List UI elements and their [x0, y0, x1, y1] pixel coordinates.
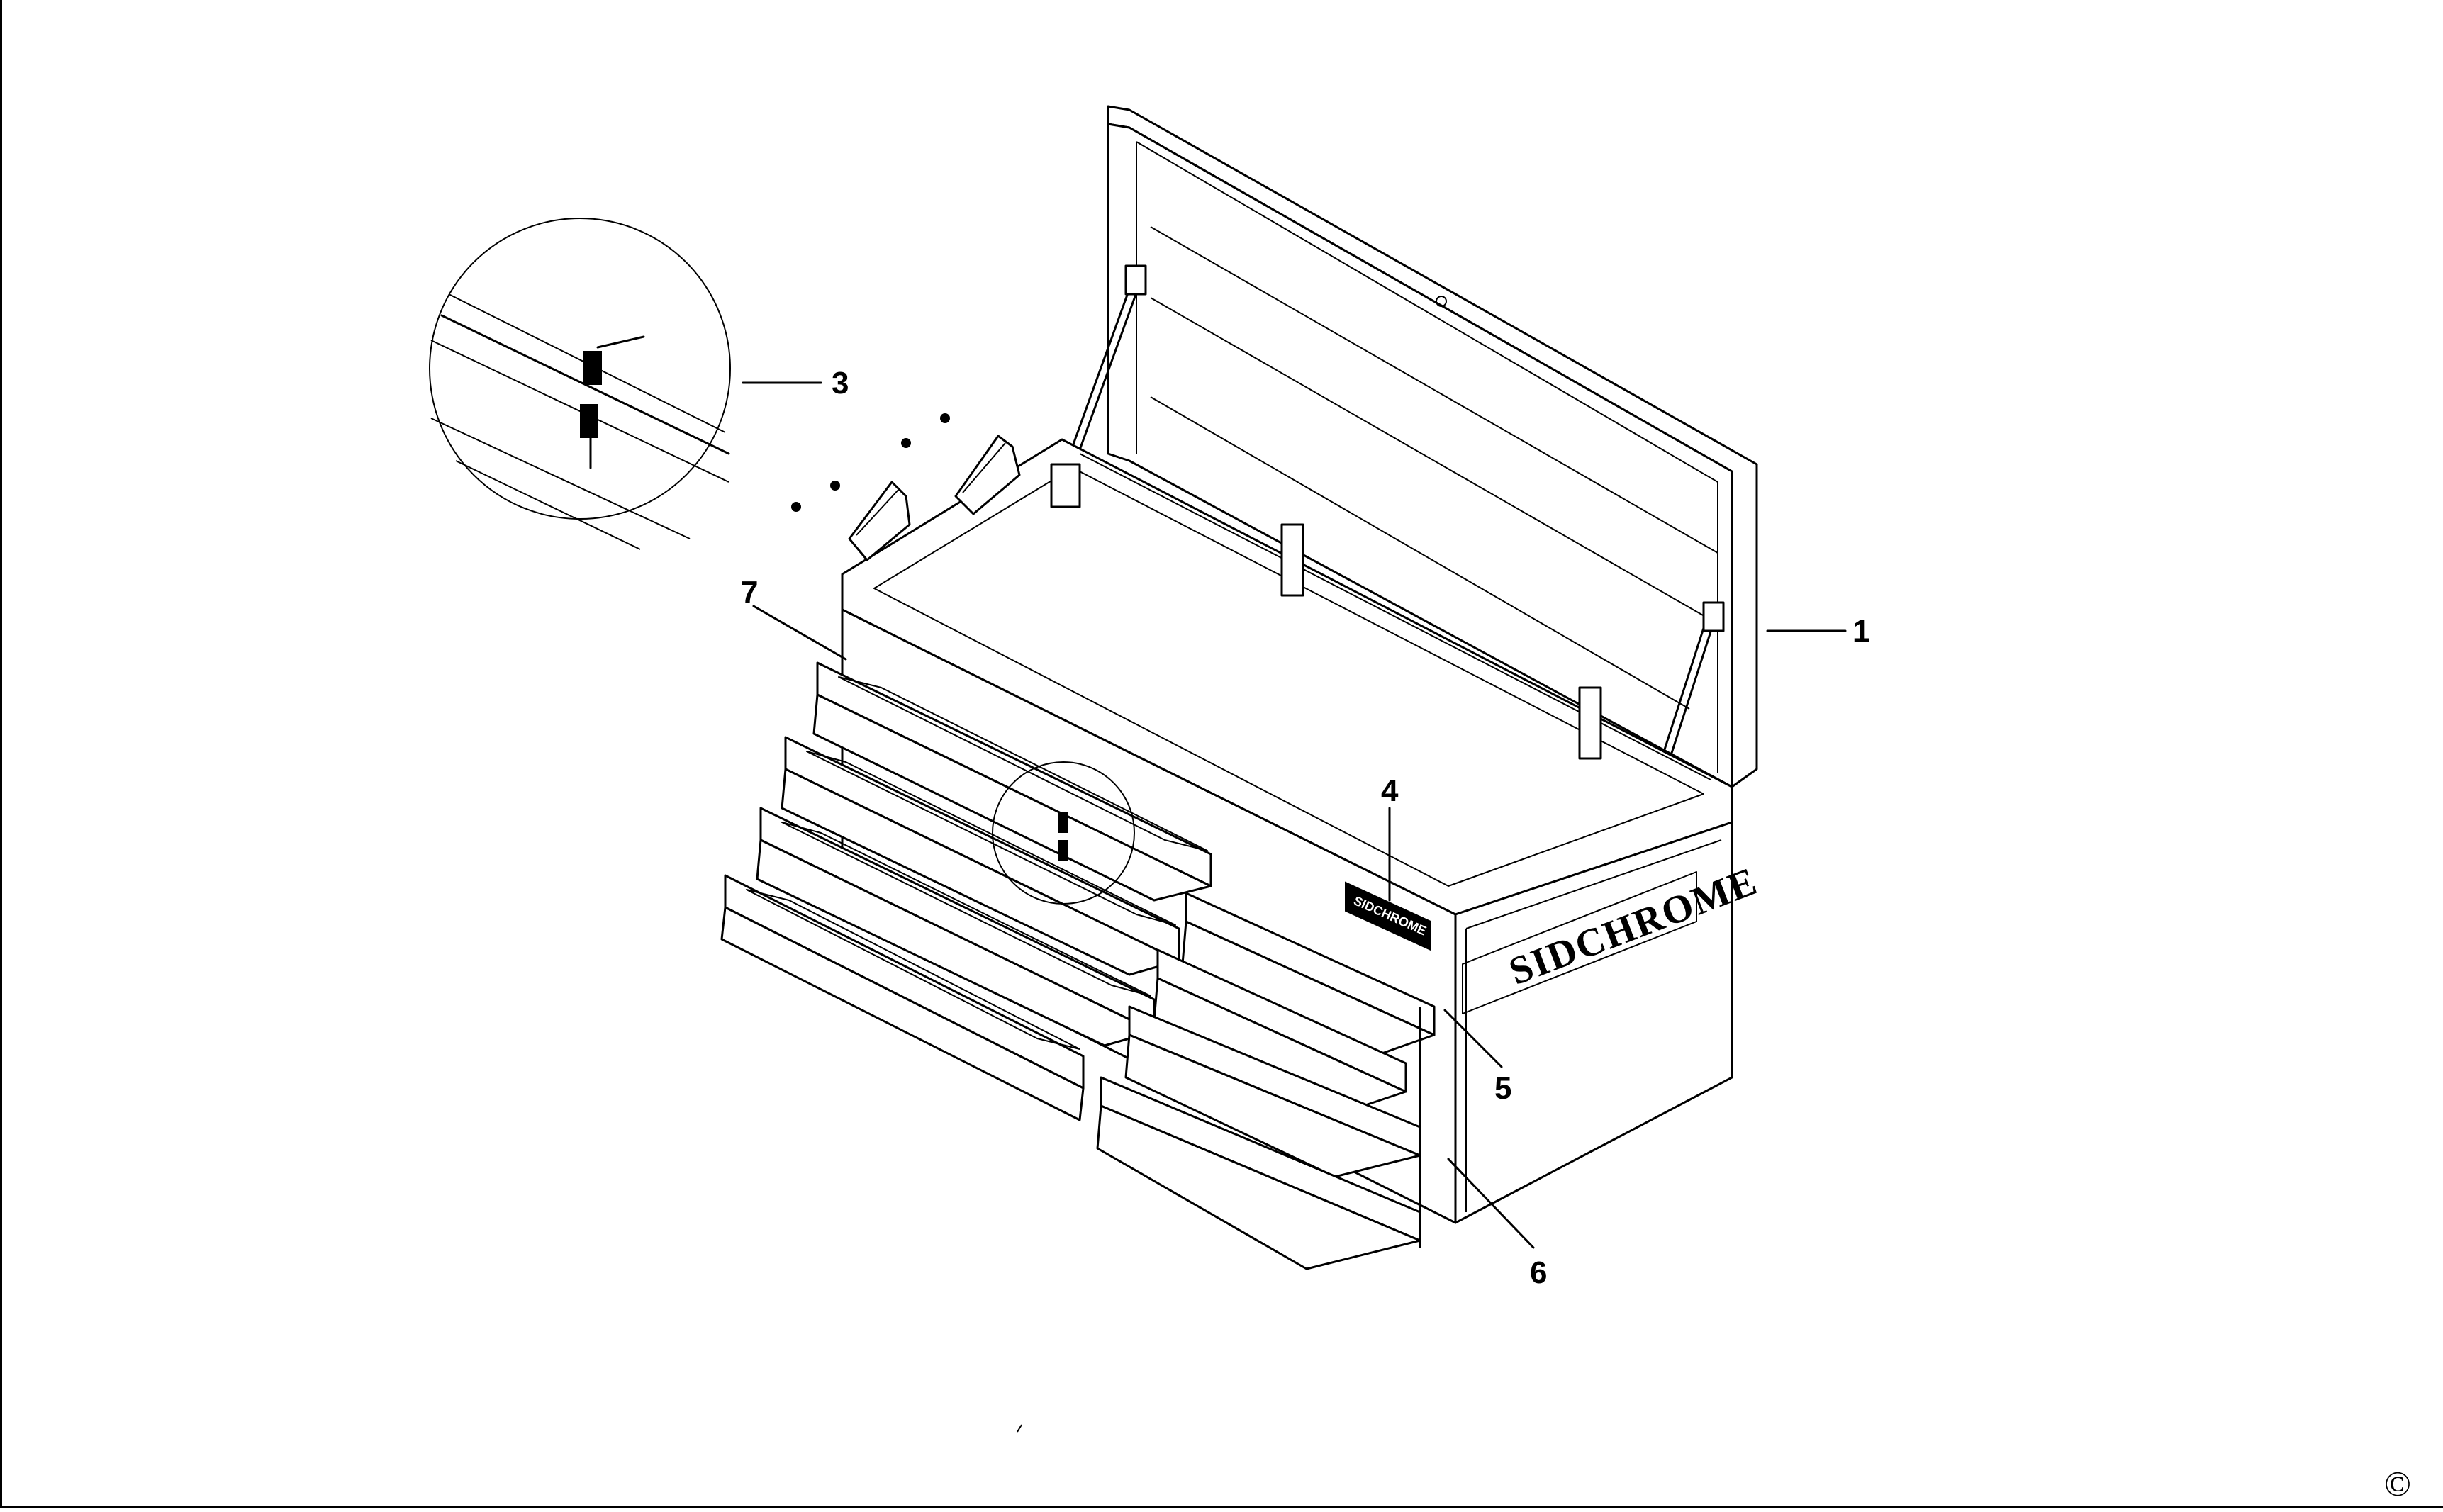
callout-number-5: 5 [1494, 1071, 1511, 1106]
key-small [1058, 812, 1068, 861]
callout-5: 5 [1443, 1009, 1511, 1106]
callout-number-1: 1 [1852, 614, 1869, 649]
hinge-bracket-right [954, 435, 1021, 515]
left-drawer-stack [720, 661, 1212, 1121]
hinge-bracket-left [848, 481, 911, 561]
screws [791, 413, 950, 512]
top-compartment [841, 438, 1733, 916]
callout-7: 7 [741, 575, 847, 661]
lock-detail-magnified [429, 218, 731, 550]
callout-number-7: 7 [741, 575, 758, 610]
drawer [812, 661, 1212, 902]
drawer [1096, 1076, 1421, 1270]
callout-3: 3 [742, 366, 849, 401]
drawer [1124, 1005, 1421, 1178]
callout-number-4: 4 [1381, 773, 1399, 808]
stray-mark [1017, 1424, 1022, 1433]
drawer [1153, 948, 1407, 1107]
right-drawer-stack [1096, 892, 1436, 1270]
copyright-symbol: © [2384, 1464, 2411, 1503]
callout-number-6: 6 [1530, 1255, 1547, 1290]
callout-1: 1 [1766, 614, 1869, 649]
callout-number-3: 3 [832, 366, 849, 401]
lock-detail-marker [992, 761, 1135, 905]
callout-6: 6 [1447, 1158, 1547, 1290]
callout-4: 4 [1381, 773, 1399, 902]
drawer [720, 874, 1085, 1121]
